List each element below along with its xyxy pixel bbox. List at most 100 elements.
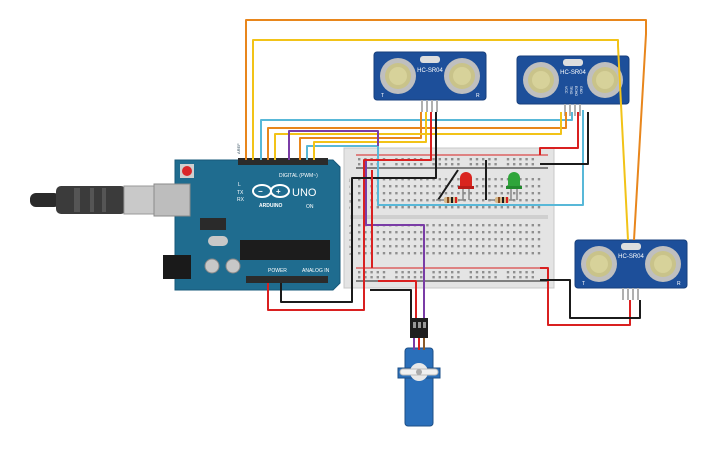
breadboard-hole[interactable] xyxy=(420,192,423,195)
breadboard-hole[interactable] xyxy=(475,231,479,234)
breadboard-hole[interactable] xyxy=(525,252,528,255)
breadboard-hole[interactable] xyxy=(537,192,541,195)
breadboard-hole[interactable] xyxy=(513,252,516,255)
breadboard-hole[interactable] xyxy=(426,252,429,255)
breadboard-hole[interactable] xyxy=(395,185,398,188)
breadboard-hole[interactable] xyxy=(519,178,522,181)
breadboard-hole[interactable] xyxy=(457,276,460,279)
breadboard-hole[interactable] xyxy=(506,192,510,195)
breadboard-hole[interactable] xyxy=(382,238,386,241)
breadboard-hole[interactable] xyxy=(531,238,534,241)
wires[interactable] xyxy=(245,19,647,326)
breadboard-hole[interactable] xyxy=(438,276,441,279)
breadboard-hole[interactable] xyxy=(376,271,379,274)
breadboard-hole[interactable] xyxy=(494,271,497,274)
breadboard-hole[interactable] xyxy=(519,238,522,241)
breadboard-hole[interactable] xyxy=(488,276,491,279)
wire-jumper-black-1[interactable] xyxy=(437,169,459,201)
breadboard-hole[interactable] xyxy=(531,245,534,248)
breadboard-hole[interactable] xyxy=(469,199,472,202)
breadboard-hole[interactable] xyxy=(382,245,386,248)
breadboard-hole[interactable] xyxy=(401,231,404,234)
breadboard-hole[interactable] xyxy=(469,252,472,255)
breadboard-hole[interactable] xyxy=(382,271,386,274)
breadboard-hole[interactable] xyxy=(382,178,386,181)
breadboard-hole[interactable] xyxy=(444,192,448,195)
breadboard-hole[interactable] xyxy=(457,271,460,274)
breadboard-hole[interactable] xyxy=(525,245,528,248)
breadboard-hole[interactable] xyxy=(358,231,361,234)
breadboard-hole[interactable] xyxy=(494,231,497,234)
breadboard-hole[interactable] xyxy=(488,224,491,227)
breadboard-hole[interactable] xyxy=(519,163,522,166)
breadboard-hole[interactable] xyxy=(358,163,361,166)
red-led[interactable] xyxy=(458,172,474,200)
breadboard-hole[interactable] xyxy=(432,252,435,255)
breadboard-hole[interactable] xyxy=(500,224,503,227)
breadboard-hole[interactable] xyxy=(451,271,454,274)
breadboard-hole[interactable] xyxy=(531,199,534,202)
breadboard-hole[interactable] xyxy=(401,192,404,195)
breadboard-hole[interactable] xyxy=(444,238,448,241)
breadboard-hole[interactable] xyxy=(389,178,392,181)
breadboard-hole[interactable] xyxy=(488,192,491,195)
breadboard-hole[interactable] xyxy=(426,245,429,248)
breadboard-hole[interactable] xyxy=(444,178,448,181)
breadboard-hole[interactable] xyxy=(426,192,429,195)
breadboard-hole[interactable] xyxy=(401,206,404,209)
wire-servo-black[interactable] xyxy=(370,289,412,318)
breadboard-hole[interactable] xyxy=(358,185,361,188)
breadboard-hole[interactable] xyxy=(488,199,491,202)
breadboard-hole[interactable] xyxy=(537,224,541,227)
breadboard-hole[interactable] xyxy=(413,252,417,255)
ultrasonic-sensor-3[interactable]: HC-SR04 T R xyxy=(574,239,688,300)
breadboard-hole[interactable] xyxy=(432,192,435,195)
breadboard-hole[interactable] xyxy=(513,192,516,195)
breadboard-hole[interactable] xyxy=(358,245,361,248)
breadboard-hole[interactable] xyxy=(494,252,497,255)
breadboard-hole[interactable] xyxy=(519,192,522,195)
breadboard-hole[interactable] xyxy=(382,206,386,209)
breadboard-hole[interactable] xyxy=(475,252,479,255)
breadboard-hole[interactable] xyxy=(401,245,404,248)
breadboard-hole[interactable] xyxy=(432,178,435,181)
breadboard-hole[interactable] xyxy=(525,276,528,279)
breadboard-hole[interactable] xyxy=(413,206,417,209)
breadboard-hole[interactable] xyxy=(469,224,472,227)
breadboard-hole[interactable] xyxy=(488,206,491,209)
breadboard-hole[interactable] xyxy=(358,271,361,274)
breadboard-hole[interactable] xyxy=(519,276,522,279)
breadboard-hole[interactable] xyxy=(482,206,485,209)
breadboard-hole[interactable] xyxy=(457,252,460,255)
breadboard-hole[interactable] xyxy=(457,238,460,241)
breadboard-hole[interactable] xyxy=(506,252,510,255)
breadboard-hole[interactable] xyxy=(457,178,460,181)
breadboard-hole[interactable] xyxy=(519,245,522,248)
breadboard-hole[interactable] xyxy=(444,245,448,248)
wire-cyan-1[interactable] xyxy=(260,112,573,160)
breadboard-hole[interactable] xyxy=(376,206,379,209)
breadboard-hole[interactable] xyxy=(531,224,534,227)
breadboard-hole[interactable] xyxy=(438,271,441,274)
breadboard-hole[interactable] xyxy=(482,245,485,248)
breadboard-hole[interactable] xyxy=(525,163,528,166)
breadboard-hole[interactable] xyxy=(475,276,479,279)
breadboard-hole[interactable] xyxy=(519,224,522,227)
breadboard-hole[interactable] xyxy=(537,199,541,202)
breadboard-hole[interactable] xyxy=(531,271,534,274)
breadboard-hole[interactable] xyxy=(382,185,386,188)
wire-cyan-2[interactable] xyxy=(306,110,584,206)
breadboard-hole[interactable] xyxy=(488,158,491,161)
breadboard-hole[interactable] xyxy=(438,178,441,181)
breadboard-hole[interactable] xyxy=(395,252,398,255)
breadboard-hole[interactable] xyxy=(407,199,410,202)
resistor-2[interactable] xyxy=(490,197,514,203)
breadboard-hole[interactable] xyxy=(401,252,404,255)
breadboard-hole[interactable] xyxy=(531,158,534,161)
breadboard-hole[interactable] xyxy=(494,158,497,161)
breadboard-hole[interactable] xyxy=(463,192,466,195)
breadboard-hole[interactable] xyxy=(457,163,460,166)
breadboard-hole[interactable] xyxy=(451,252,454,255)
breadboard-hole[interactable] xyxy=(494,224,497,227)
breadboard-hole[interactable] xyxy=(494,238,497,241)
